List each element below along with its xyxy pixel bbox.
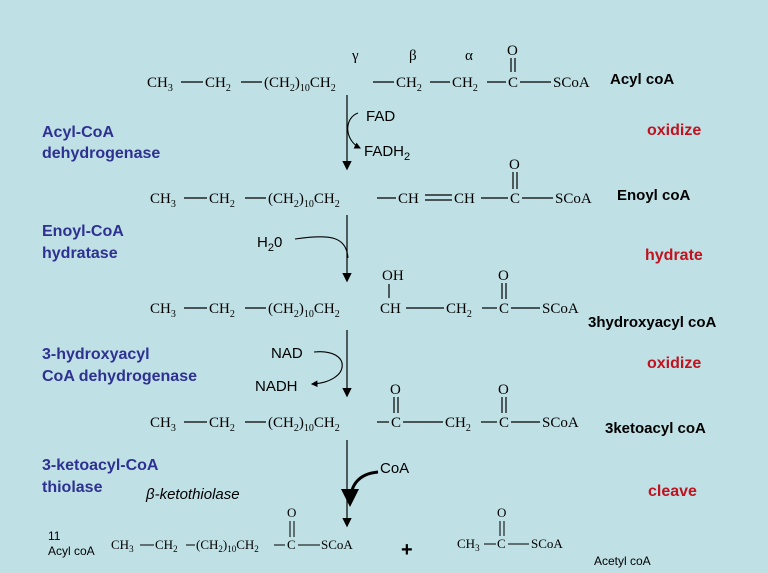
- svg-text:SCoA: SCoA: [542, 301, 579, 317]
- svg-text:SCoA: SCoA: [553, 75, 590, 91]
- enzyme-enoyl-coa-hydratase-line1: Enoyl-CoA: [42, 223, 124, 240]
- gamma-label: γ: [351, 48, 359, 64]
- nadh-label: NADH: [255, 378, 298, 395]
- enzyme-hydroxyacyl-dehydrogenase-line1: 3-hydroxyacyl: [42, 346, 150, 363]
- svg-text:CH3: CH3: [150, 415, 176, 434]
- svg-text:(CH2)10CH2: (CH2)10CH2: [268, 301, 340, 320]
- product-number: 11: [48, 529, 61, 543]
- svg-text:CH3: CH3: [111, 537, 134, 554]
- svg-text:CH: CH: [380, 301, 401, 317]
- alpha-label: α: [465, 48, 473, 64]
- svg-text:(CH2)10CH2: (CH2)10CH2: [268, 415, 340, 434]
- fad-curve-arrow: [347, 112, 361, 149]
- svg-text:CH2: CH2: [209, 191, 235, 210]
- water-curve-arrow: [294, 236, 349, 259]
- ketoacyl-coa-structure: CH3 CH2 (CH2)10CH2 C O CH2 C O SCoA: [150, 382, 579, 434]
- svg-text:(CH2)10CH2: (CH2)10CH2: [264, 75, 336, 94]
- svg-text:SCoA: SCoA: [542, 415, 579, 431]
- svg-text:CH2: CH2: [396, 75, 422, 94]
- svg-text:CH2: CH2: [209, 415, 235, 434]
- svg-text:CH2: CH2: [155, 537, 178, 554]
- svg-text:CH3: CH3: [457, 536, 480, 553]
- svg-text:CH3: CH3: [150, 191, 176, 210]
- hydroxyacyl-coa-label: 3hydroxyacyl coA: [588, 314, 717, 331]
- product-acyl-coa-structure: CH3 CH2 (CH2)10CH2 C O SCoA: [111, 505, 353, 554]
- enzyme-hydroxyacyl-dehydrogenase-line2: CoA dehydrogenase: [42, 368, 197, 385]
- svg-text:CH2: CH2: [209, 301, 235, 320]
- action-cleave: cleave: [648, 483, 697, 500]
- hydroxyacyl-coa-structure: CH3 CH2 (CH2)10CH2 CH OH CH2 C O SCoA: [150, 268, 579, 320]
- svg-text:CH: CH: [454, 191, 475, 207]
- coa-curve-arrow: [341, 470, 379, 507]
- action-oxidize-2: oxidize: [647, 355, 701, 372]
- svg-text:C: C: [499, 301, 509, 317]
- enzyme-acyl-coa-dehydrogenase-line2: dehydrogenase: [42, 145, 160, 162]
- coa-label: CoA: [380, 460, 409, 477]
- svg-text:C: C: [510, 191, 520, 207]
- svg-text:C: C: [391, 415, 401, 431]
- svg-text:O: O: [509, 157, 520, 173]
- svg-text:(CH2)10CH2: (CH2)10CH2: [268, 191, 340, 210]
- svg-text:CH2: CH2: [445, 415, 471, 434]
- product-acyl-coa-label: Acyl coA: [48, 544, 95, 558]
- svg-text:O: O: [498, 382, 509, 398]
- enzyme-enoyl-coa-hydratase-line2: hydratase: [42, 245, 118, 262]
- nad-curve-arrow: [310, 351, 343, 388]
- ketoacyl-coa-label: 3ketoacyl coA: [605, 420, 706, 437]
- enzyme-thiolase-line2: thiolase: [42, 479, 103, 496]
- fad-label: FAD: [366, 108, 395, 125]
- nad-label: NAD: [271, 345, 303, 362]
- svg-text:O: O: [507, 43, 518, 59]
- svg-text:SCoA: SCoA: [555, 191, 592, 207]
- svg-text:SCoA: SCoA: [531, 536, 563, 551]
- svg-text:O: O: [498, 268, 509, 284]
- svg-text:SCoA: SCoA: [321, 537, 353, 552]
- enoyl-coa-label: Enoyl coA: [617, 187, 691, 204]
- svg-text:CH3: CH3: [150, 301, 176, 320]
- acetyl-coa-structure: CH3 C O SCoA: [457, 505, 563, 553]
- enzyme-acyl-coa-dehydrogenase-line1: Acyl-CoA: [42, 124, 114, 141]
- svg-text:O: O: [497, 505, 506, 520]
- enzyme-thiolase-line1: 3-ketoacyl-CoA: [42, 457, 159, 474]
- acyl-coa-structure: CH3 CH2 (CH2)10CH2 CH2 CH2 C O SCoA: [147, 43, 590, 94]
- water-label: H20: [257, 234, 282, 254]
- svg-text:CH2: CH2: [446, 301, 472, 320]
- action-hydrate: hydrate: [645, 247, 703, 264]
- acetyl-coa-label: Acetyl coA: [594, 554, 651, 568]
- svg-text:CH2: CH2: [205, 75, 231, 94]
- svg-text:CH: CH: [398, 191, 419, 207]
- beta-label: β: [409, 48, 417, 64]
- action-oxidize-1: oxidize: [647, 122, 701, 139]
- svg-text:OH: OH: [382, 268, 404, 284]
- svg-text:O: O: [287, 505, 296, 520]
- svg-text:CH3: CH3: [147, 75, 173, 94]
- svg-text:C: C: [499, 415, 509, 431]
- acyl-coa-label: Acyl coA: [610, 71, 674, 88]
- enoyl-coa-structure: CH3 CH2 (CH2)10CH2 CH CH C O SCoA: [150, 157, 592, 210]
- svg-text:C: C: [497, 536, 506, 551]
- beta-ketothiolase-label: β-ketothiolase: [145, 486, 240, 503]
- svg-text:O: O: [390, 382, 401, 398]
- fadh2-label: FADH2: [364, 143, 410, 163]
- svg-text:(CH2)10CH2: (CH2)10CH2: [196, 537, 259, 554]
- svg-text:C: C: [287, 537, 296, 552]
- svg-text:C: C: [508, 75, 518, 91]
- svg-text:CH2: CH2: [452, 75, 478, 94]
- plus-sign: +: [401, 539, 413, 561]
